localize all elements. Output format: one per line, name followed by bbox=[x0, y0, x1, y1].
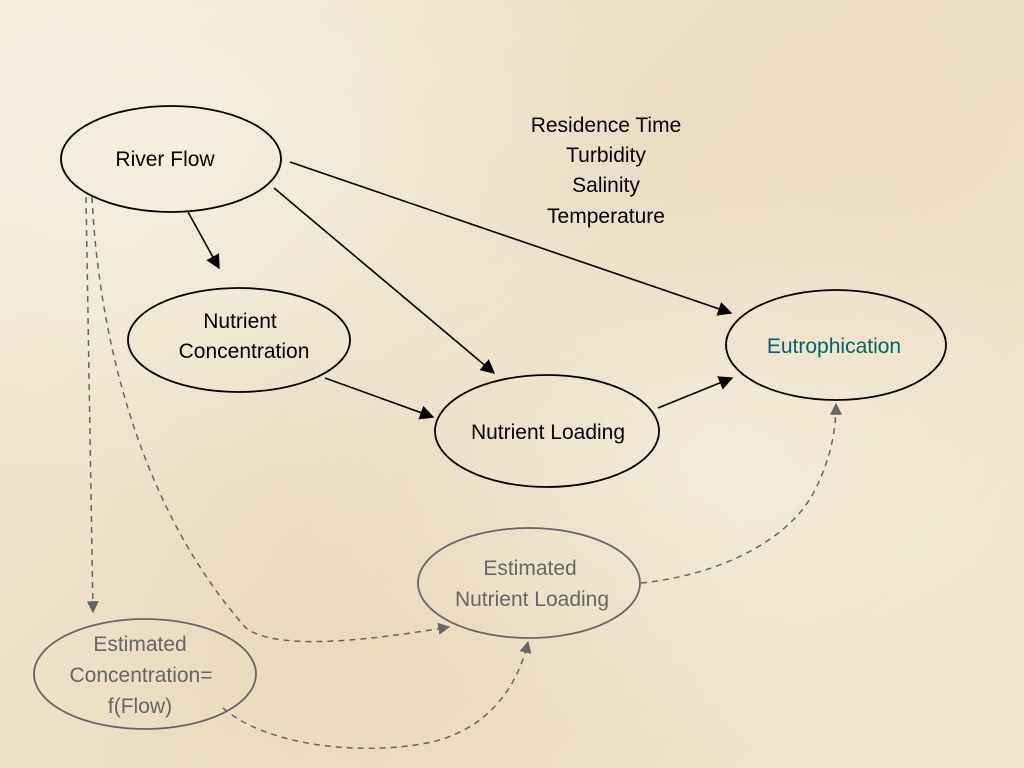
node-eutrophication: Eutrophication bbox=[725, 289, 947, 401]
factor-item: Temperature bbox=[547, 205, 665, 228]
dashed-edges bbox=[85, 196, 842, 749]
node-estimated-loading-line2: Nutrient Loading bbox=[455, 588, 609, 611]
edge-riverflow-to-concentration bbox=[187, 211, 220, 270]
node-estimated-concentration: Estimated Concentration= f(Flow) bbox=[33, 618, 257, 730]
node-nutrient-concentration: Nutrient Concentration bbox=[127, 287, 351, 393]
edge-concentration-to-loading bbox=[324, 377, 435, 420]
factor-item: Turbidity bbox=[566, 144, 646, 167]
node-river-flow-label: River Flow bbox=[115, 148, 215, 171]
edge-riverflow-to-eutrophication bbox=[289, 161, 733, 316]
node-estimated-concentration-line2: Concentration= bbox=[69, 664, 212, 687]
node-estimated-loading-line1: Estimated bbox=[483, 557, 576, 580]
node-nutrient-concentration-line2: Concentration bbox=[179, 340, 310, 363]
node-river-flow: River Flow bbox=[60, 105, 282, 213]
edge-riverflow-to-estimated-concentration bbox=[85, 196, 99, 614]
factor-item: Residence Time bbox=[531, 114, 682, 137]
factor-list: Residence Time Turbidity Salinity Temper… bbox=[531, 114, 682, 228]
edge-estimated-loading-to-eutrophication bbox=[640, 402, 842, 584]
edge-riverflow-to-loading bbox=[273, 187, 496, 374]
node-nutrient-loading-label: Nutrient Loading bbox=[471, 421, 625, 444]
node-estimated-nutrient-loading: Estimated Nutrient Loading bbox=[417, 527, 641, 639]
node-nutrient-concentration-line1: Nutrient bbox=[203, 310, 277, 333]
edge-loading-to-eutrophication bbox=[657, 376, 734, 409]
edge-estimated-concentration-to-estimated-loading bbox=[222, 640, 532, 749]
node-nutrient-loading: Nutrient Loading bbox=[434, 374, 660, 488]
factor-item: Salinity bbox=[572, 174, 640, 197]
edge-riverflow-to-estimated-loading bbox=[91, 196, 451, 643]
node-eutrophication-label: Eutrophication bbox=[767, 335, 901, 358]
node-estimated-concentration-line3: f(Flow) bbox=[108, 695, 172, 718]
node-estimated-concentration-line1: Estimated bbox=[93, 633, 186, 656]
solid-edges bbox=[187, 161, 734, 420]
